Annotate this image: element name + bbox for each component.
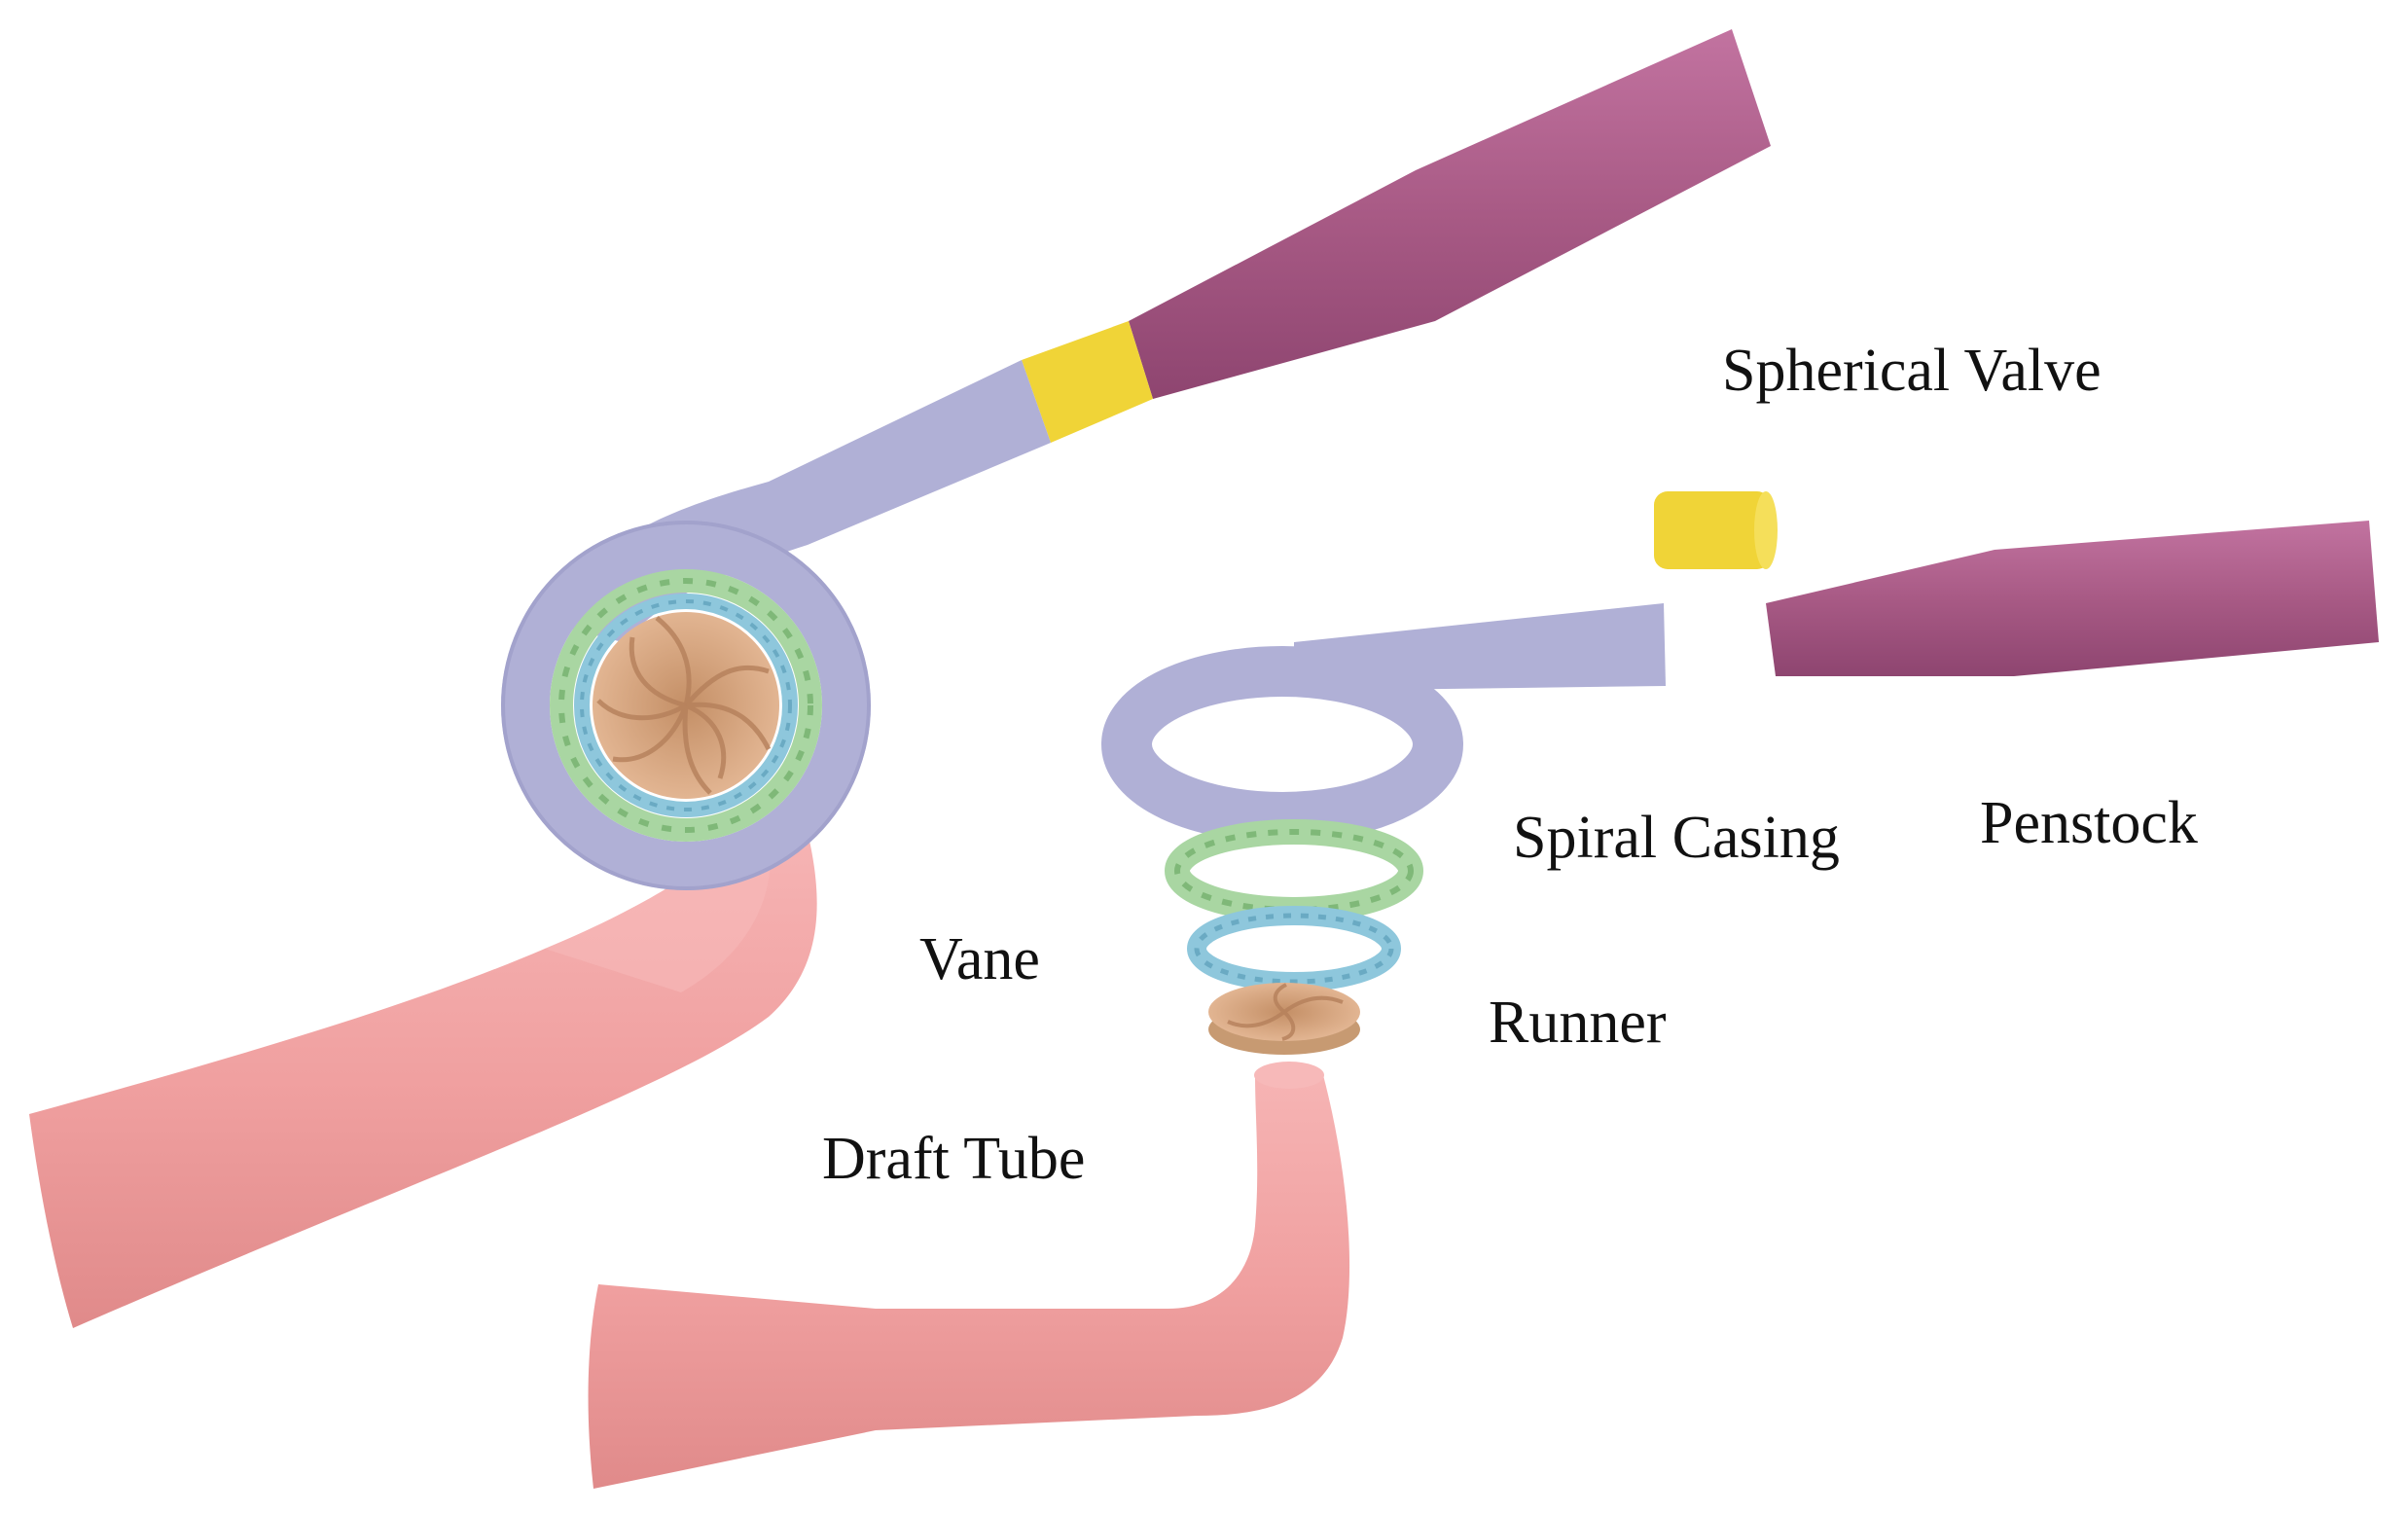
draft-tube-exploded (588, 1075, 1350, 1489)
spherical-valve-assembled (1022, 321, 1153, 443)
label-draft-tube: Draft Tube (822, 1126, 1086, 1192)
label-vane: Vane (919, 926, 1040, 992)
label-runner: Runner (1489, 990, 1667, 1056)
runner-exploded (1208, 983, 1360, 1055)
exploded-view (588, 491, 2379, 1489)
label-spiral-casing: Spiral Casing (1513, 805, 1840, 871)
label-spherical-valve: Spherical Valve (1722, 338, 2102, 404)
spiral-casing-exploded (1101, 646, 1463, 843)
spiral-casing-assembled (501, 521, 871, 890)
penstock-exploded (1766, 521, 2379, 676)
spherical-valve-exploded (1654, 491, 1778, 569)
label-penstock: Penstock (1980, 790, 2198, 856)
penstock-assembled (1129, 29, 1771, 399)
assembled-turbine (29, 29, 1771, 1328)
